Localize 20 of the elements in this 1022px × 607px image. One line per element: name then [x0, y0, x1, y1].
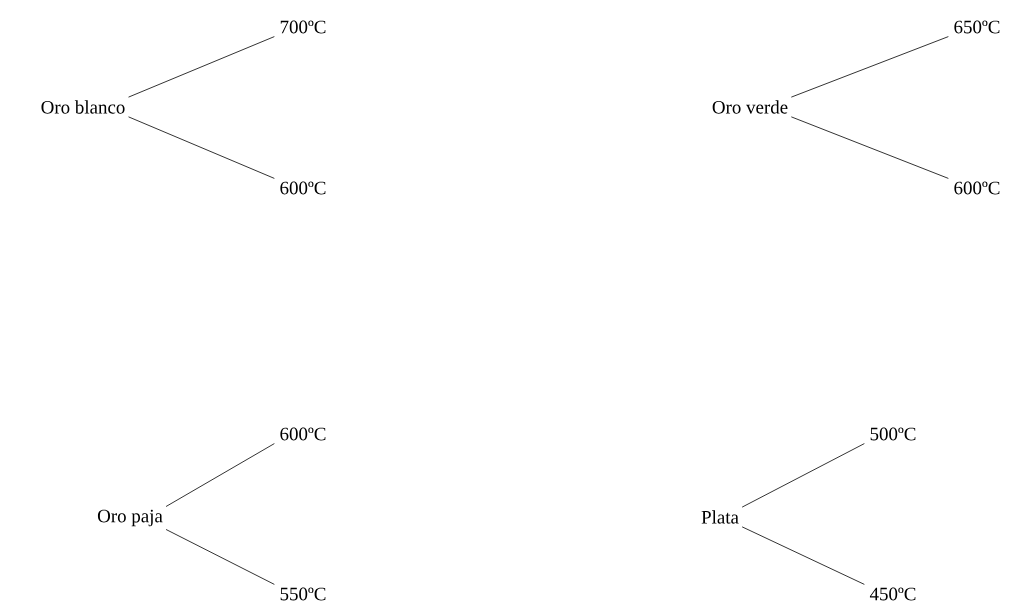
- label-text: 450ºC: [869, 587, 916, 601]
- label-text: 600ºC: [280, 427, 326, 441]
- label-text: Plata: [701, 510, 739, 524]
- label-text: 500ºC: [870, 427, 916, 441]
- branch-line: [790, 36, 949, 98]
- label-text: 650ºC: [954, 20, 1000, 34]
- label-text: Oro paja: [97, 509, 163, 527]
- branch-line: [128, 36, 275, 98]
- label-text: 600ºC: [954, 181, 1000, 195]
- branch-line: [165, 529, 275, 585]
- branch-line: [128, 116, 275, 179]
- branch-line: [165, 443, 275, 507]
- branch-line: [790, 116, 949, 179]
- label-text: Oro verde: [712, 100, 788, 114]
- label-text: 600ºC: [280, 181, 326, 195]
- label-text: 700ºC: [280, 20, 326, 34]
- label-text: 550ºC: [280, 587, 326, 601]
- branch-line: [741, 443, 865, 508]
- label-text: Oro blanco: [41, 100, 125, 114]
- branch-line: [741, 526, 865, 585]
